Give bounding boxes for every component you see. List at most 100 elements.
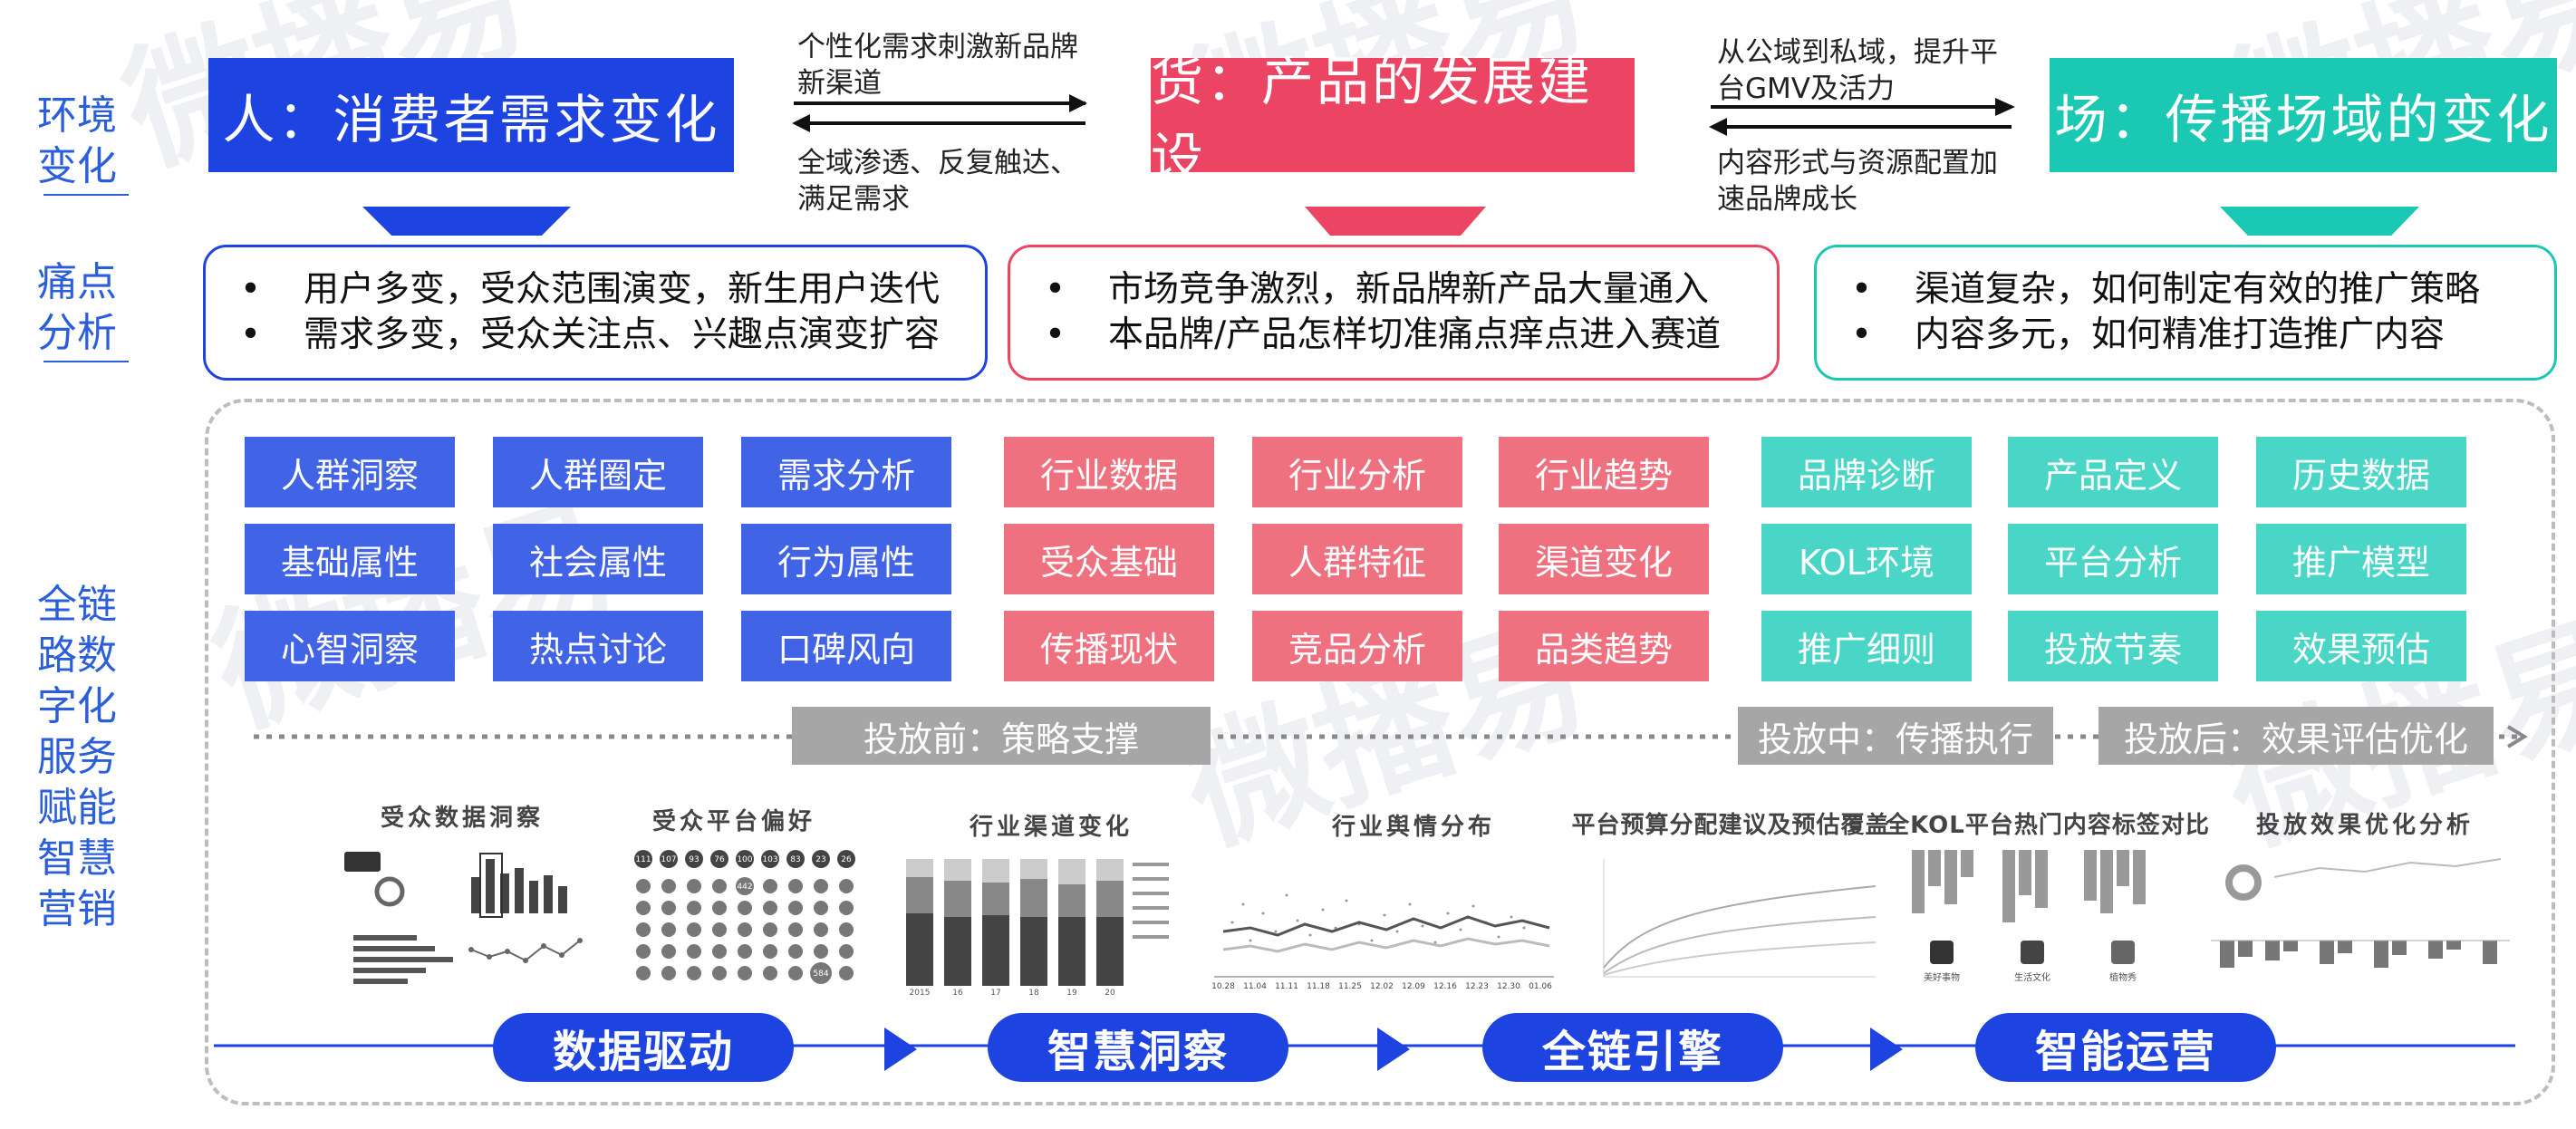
- thumb-title-platform: 受众平台偏好: [651, 808, 815, 835]
- thumb-title-channel: 行业渠道变化: [969, 814, 1133, 841]
- side-label-divider: [43, 361, 129, 362]
- bubble-top-label: 26: [841, 855, 852, 864]
- pill-smart-operation: 智能运营: [1975, 1013, 2276, 1082]
- opinion-date-label: 12.09: [1402, 982, 1425, 991]
- tile-product-definition: 产品定义: [2008, 437, 2218, 507]
- tile-brand-diagnosis: 品牌诊断: [1761, 437, 1972, 507]
- channel-year-label: 17: [990, 989, 1000, 995]
- bubble-top-label: 100: [737, 855, 752, 864]
- opinion-date-label: 12.23: [1465, 982, 1489, 991]
- bubble-low-label: 584: [813, 970, 828, 979]
- pain-item: •本品牌/产品怎样切准痛点痒点进入赛道: [1045, 314, 1722, 355]
- thumb-audience-chart: [344, 852, 583, 984]
- bubble-top-label: 111: [635, 855, 651, 864]
- pain-item: •内容多元，如何精准打造推广内容: [1851, 314, 2446, 355]
- opinion-date-label: 11.25: [1338, 982, 1362, 991]
- banner-people: 人：消费者需求变化: [208, 58, 734, 172]
- bidirectional-arrow-left: [792, 94, 1087, 132]
- phase-timeline: [254, 725, 2528, 748]
- tile-audience-base: 受众基础: [1004, 524, 1214, 594]
- opinion-date-label: 12.16: [1433, 982, 1457, 991]
- opinion-date-label: 10.28: [1211, 982, 1235, 991]
- phase-before: 投放前：策略支撑: [792, 707, 1211, 765]
- tile-promotion-model: 推广模型: [2256, 524, 2466, 594]
- bubble-top-label: 76: [714, 855, 725, 864]
- opinion-date-label: 12.30: [1497, 982, 1520, 991]
- pain-item: •市场竞争激烈，新品牌新产品大量通入: [1045, 269, 1710, 310]
- flow-arrow-icon: [1870, 1028, 1903, 1071]
- banner-goods: 货：产品的发展建设: [1151, 51, 1635, 188]
- thumb-title-kol: 全KOL平台热门内容标签对比: [1886, 812, 2210, 839]
- service-container: [205, 399, 2555, 1105]
- tile-industry-analysis: 行业分析: [1252, 437, 1462, 507]
- bubble-top-label: 83: [790, 855, 800, 864]
- phase-after: 投放后：效果评估优化: [2098, 707, 2494, 765]
- thumb-title-budget: 平台预算分配建议及预估覆盖: [1571, 812, 1890, 839]
- bubble-highlight-label: 442: [737, 883, 752, 892]
- kol-platform-label: 生活文化: [2014, 971, 2050, 983]
- note-right-bottom: 内容形式与资源配置加速品牌成长: [1717, 147, 1998, 216]
- tile-spread-status: 传播现状: [1004, 611, 1214, 681]
- opinion-date-label: 11.04: [1243, 982, 1267, 991]
- tile-channel-change: 渠道变化: [1499, 524, 1709, 594]
- flow-arrow-icon: [884, 1028, 917, 1071]
- opinion-date-label: 11.11: [1275, 982, 1298, 991]
- note-left-top: 个性化需求刺激新品牌新渠道: [797, 31, 1078, 100]
- opinion-date-label: 11.18: [1307, 982, 1330, 991]
- pain-box-goods: •市场竞争激烈，新品牌新产品大量通入 •本品牌/产品怎样切准痛点痒点进入赛道: [1008, 245, 1780, 381]
- thumb-kol-bars: 美好事物 生活文化 植物秀: [1912, 850, 2146, 983]
- tile-delivery-rhythm: 投放节奏: [2008, 611, 2218, 681]
- pill-data-driven: 数据驱动: [493, 1013, 794, 1082]
- thumb-opinion-scatter: 10.28 11.04 11.11 11.18 11.25 12.02 12.0…: [1211, 893, 1554, 991]
- tile-social-attributes: 社会属性: [493, 524, 703, 594]
- tile-crowd-targeting: 人群圈定: [493, 437, 703, 507]
- pain-item: •渠道复杂，如何制定有效的推广策略: [1851, 269, 2481, 310]
- opinion-date-label: 01.06: [1529, 982, 1552, 991]
- tile-reputation: 口碑风向: [741, 611, 951, 681]
- bubble-top-label: 103: [762, 855, 777, 864]
- opinion-date-label: 12.02: [1370, 982, 1394, 991]
- banner-scene: 场：传播场域的变化: [2050, 58, 2557, 172]
- tile-history-data: 历史数据: [2256, 437, 2466, 507]
- banner-goods-notch: [1305, 207, 1486, 236]
- side-label-environment: 环境变化: [37, 92, 117, 189]
- tile-competitor-analysis: 竞品分析: [1252, 611, 1462, 681]
- tile-industry-trend: 行业趋势: [1499, 437, 1709, 507]
- side-label-divider: [43, 194, 129, 196]
- bubble-top-label: 93: [689, 855, 699, 864]
- pain-box-people: •用户多变，受众范围演变，新生用户迭代 •需求多变，受众关注点、兴趣点演变扩容: [203, 245, 988, 381]
- channel-year-label: 2015: [910, 989, 931, 995]
- tile-industry-data: 行业数据: [1004, 437, 1214, 507]
- note-left-bottom: 全域渗透、反复触达、满足需求: [797, 147, 1078, 216]
- tile-category-trend: 品类趋势: [1499, 611, 1709, 681]
- pain-box-scene: •渠道复杂，如何制定有效的推广策略 •内容多元，如何精准打造推广内容: [1814, 245, 2557, 381]
- tile-basic-attributes: 基础属性: [245, 524, 455, 594]
- thumb-title-effect: 投放效果优化分析: [2255, 812, 2474, 839]
- channel-year-label: 19: [1066, 989, 1077, 995]
- kol-platform-label: 植物秀: [2109, 971, 2137, 983]
- banner-people-notch: [362, 207, 571, 236]
- thumb-effect-analysis: [2211, 858, 2510, 968]
- tile-mind-insight: 心智洞察: [245, 611, 455, 681]
- thumb-budget-curves: [1603, 859, 1877, 978]
- channel-year-label: 18: [1028, 989, 1039, 995]
- pill-smart-insight: 智慧洞察: [988, 1013, 1288, 1082]
- side-label-full-chain: 全链路数字化服务赋能智慧营销: [37, 582, 117, 932]
- tile-kol-environment: KOL环境: [1761, 524, 1972, 594]
- phase-during: 投放中：传播执行: [1738, 707, 2053, 765]
- tile-behavior-attributes: 行为属性: [741, 524, 951, 594]
- flow-arrow-icon: [1377, 1028, 1410, 1071]
- pain-item: •需求多变，受众关注点、兴趣点演变扩容: [240, 314, 941, 355]
- tile-crowd-features: 人群特征: [1252, 524, 1462, 594]
- kol-platform-label: 美好事物: [1924, 971, 1960, 983]
- tile-promotion-rules: 推广细则: [1761, 611, 1972, 681]
- thumb-platform-bubbles: 111 107 93 76 100 103 83 23 26 442 584: [634, 850, 855, 984]
- channel-year-label: 16: [952, 989, 963, 995]
- tile-demand-analysis: 需求分析: [741, 437, 951, 507]
- tile-effect-estimate: 效果预估: [2256, 611, 2466, 681]
- tile-crowd-insight: 人群洞察: [245, 437, 455, 507]
- side-label-pain-points: 痛点分析: [37, 259, 117, 356]
- tile-platform-analysis: 平台分析: [2008, 524, 2218, 594]
- pill-full-chain-engine: 全链引擎: [1482, 1013, 1783, 1082]
- thumb-title-audience: 受众数据洞察: [380, 805, 544, 832]
